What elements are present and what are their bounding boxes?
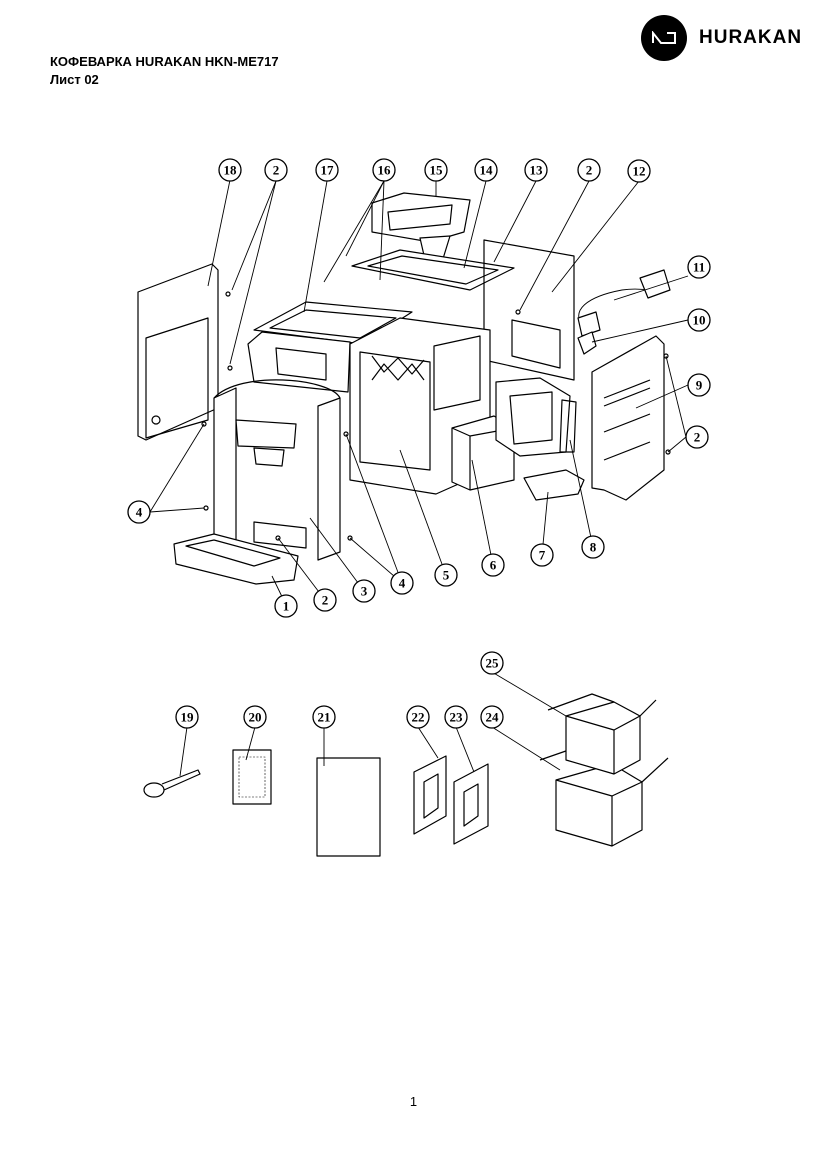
callout-label: 12 (633, 164, 646, 179)
callout-label: 17 (321, 163, 335, 178)
callout-label: 16 (378, 163, 392, 178)
callout-label: 8 (590, 540, 597, 555)
bracket (577, 331, 597, 355)
user-manual (316, 727, 381, 857)
callout-1: 1 (274, 594, 298, 618)
callout-2-bottom: 2 (313, 588, 337, 612)
left-side-panel (137, 263, 219, 441)
callout-label: 3 (361, 584, 368, 599)
top-frame (351, 249, 515, 291)
callout-label: 6 (490, 558, 497, 573)
callout-label: 10 (693, 313, 706, 328)
callout-23: 23 (444, 705, 468, 729)
callout-6: 6 (481, 553, 505, 577)
callout-3: 3 (352, 579, 376, 603)
callout-5: 5 (434, 563, 458, 587)
callout-9: 9 (687, 373, 711, 397)
callout-label: 9 (696, 378, 703, 393)
callout-label: 25 (486, 656, 500, 671)
foam-insert-left (413, 726, 447, 835)
callout-label: 14 (480, 163, 494, 178)
document-title: КОФЕВАРКА HURAKAN HKN-ME717 (50, 54, 279, 69)
rear-panel (483, 239, 575, 381)
front-frame (213, 379, 341, 561)
cleaning-tablets (232, 726, 272, 805)
callout-2-top-right: 2 (577, 158, 601, 182)
callout-label: 5 (443, 568, 450, 583)
inner-box (491, 671, 657, 775)
callout-4-bottom: 4 (390, 571, 414, 595)
callout-25: 25 (480, 651, 504, 675)
callout-label: 23 (450, 710, 464, 725)
leader-lines (149, 179, 689, 606)
callout-label: 2 (586, 163, 593, 178)
callout-label: 4 (399, 576, 406, 591)
callout-4-left: 4 (127, 500, 151, 524)
callout-label: 4 (136, 505, 143, 520)
callout-label: 7 (539, 548, 546, 563)
page-number: 1 (409, 1094, 418, 1109)
drip-tray (173, 533, 299, 585)
brand-mark-icon (641, 15, 687, 61)
callout-label: 11 (693, 260, 705, 275)
callout-8: 8 (581, 535, 605, 559)
callout-label: 24 (486, 710, 500, 725)
callout-16: 16 (372, 158, 396, 182)
callout-13: 13 (524, 158, 548, 182)
foam-insert-right (453, 726, 489, 845)
callout-label: 1 (283, 599, 290, 614)
callout-7: 7 (530, 543, 554, 567)
callout-label: 19 (181, 710, 195, 725)
callout-label: 21 (318, 710, 331, 725)
callout-24: 24 (480, 705, 504, 729)
callout-20: 20 (243, 705, 267, 729)
callout-label: 15 (430, 163, 444, 178)
brand-name: HURAKAN (699, 27, 803, 48)
callout-10: 10 (687, 308, 711, 332)
callout-label: 22 (412, 710, 425, 725)
callout-11: 11 (687, 255, 711, 279)
brand-logo: HURAKAN (641, 15, 802, 61)
dregs-drawer (523, 469, 585, 501)
callout-label: 2 (273, 163, 280, 178)
brew-group (495, 377, 577, 457)
callout-21: 21 (312, 705, 336, 729)
callout-14: 14 (474, 158, 498, 182)
power-cord (577, 269, 671, 337)
callout-label: 2 (322, 593, 329, 608)
callout-15: 15 (424, 158, 448, 182)
measuring-spoon (143, 726, 201, 798)
callout-label: 2 (694, 430, 701, 445)
callout-2-right: 2 (685, 425, 709, 449)
callout-label: 20 (249, 710, 262, 725)
outer-box (491, 726, 669, 847)
callout-17: 17 (315, 158, 339, 182)
callout-label: 13 (530, 163, 544, 178)
callout-19: 19 (175, 705, 199, 729)
callout-18: 18 (218, 158, 242, 182)
callout-12: 12 (627, 159, 651, 183)
callout-label: 18 (224, 163, 238, 178)
callout-22: 22 (406, 705, 430, 729)
coffee-dispenser (235, 419, 297, 467)
callout-2-top-left: 2 (264, 158, 288, 182)
right-side-panel (591, 335, 665, 501)
sheet-label: Лист 02 (50, 72, 99, 87)
bean-hopper (371, 192, 471, 265)
